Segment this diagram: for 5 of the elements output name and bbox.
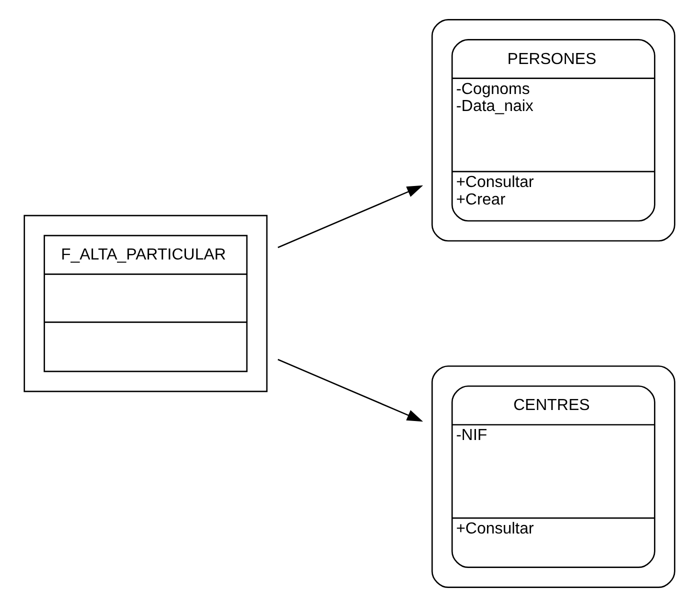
arrow xyxy=(278,358,424,422)
node-box: PERSONES -Cognoms -Data_naix +Consultar +Crear xyxy=(431,18,676,242)
arrow xyxy=(278,184,424,248)
node-box: CENTRES -NIF +Consultar xyxy=(431,364,676,588)
node-box: F_ALTA_PARTICULAR xyxy=(24,214,268,392)
